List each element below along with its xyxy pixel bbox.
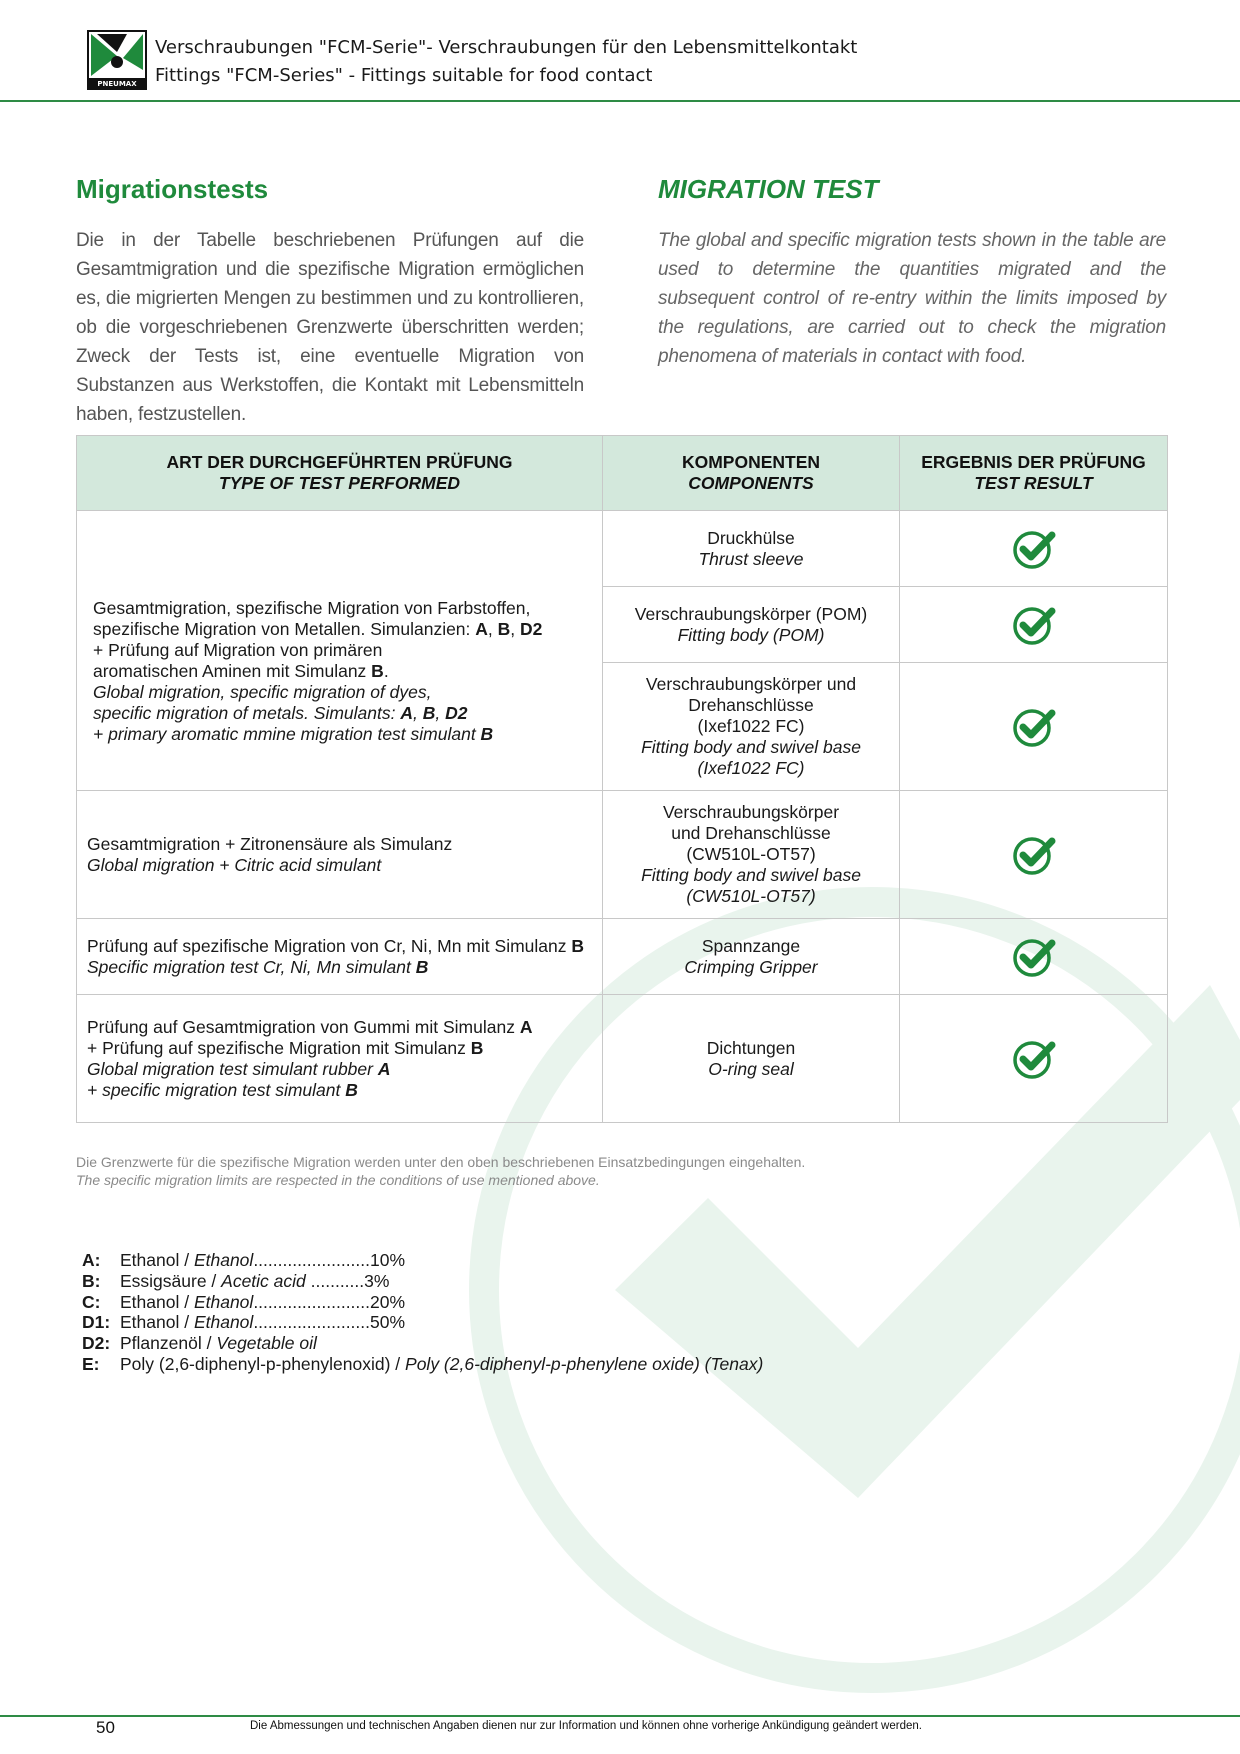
intro-text-de: Die in der Tabelle beschriebenen Prüfung…: [76, 230, 584, 425]
result-cell: [899, 994, 1168, 1123]
test-type-cell: Prüfung auf Gesamtmigration von Gummi mi…: [76, 994, 603, 1123]
header-test-type: ART DER DURCHGEFÜHRTEN PRÜFUNG TYPE OF T…: [76, 435, 603, 511]
note-en: The specific migration limits are respec…: [76, 1172, 600, 1188]
table-header-row: ART DER DURCHGEFÜHRTEN PRÜFUNG TYPE OF T…: [76, 435, 1168, 511]
section-title-de: Migrationstests: [76, 174, 269, 204]
page-number: 50: [96, 1718, 115, 1737]
legend-item: D2: Pflanzenöl / Vegetable oil: [82, 1333, 317, 1354]
note-de: Die Grenzwerte für die spezifische Migra…: [76, 1154, 806, 1170]
header-title-en: Fittings "FCM-Series" - Fittings suitabl…: [155, 65, 653, 86]
check-circle-icon: [1012, 530, 1055, 569]
component-cell: Verschraubungskörper und Drehanschlüsse …: [602, 790, 900, 919]
footer-disclaimer: Die Abmessungen und technischen Angaben …: [250, 1720, 922, 1732]
limits-note: Die Grenzwerte für die spezifische Migra…: [76, 1153, 805, 1189]
page-header: PNEUMAX Verschraubungen "FCM-Serie"- Ver…: [0, 0, 1240, 102]
test-type-cell: Gesamtmigration, spezifische Migration v…: [76, 510, 603, 791]
component-cell: Druckhülse Thrust sleeve: [602, 510, 900, 587]
simulant-legend: A: Ethanol / Ethanol....................…: [82, 1250, 763, 1375]
result-cell: [899, 790, 1168, 919]
result-cell: [899, 918, 1168, 995]
header-test-result: ERGEBNIS DER PRÜFUNG TEST RESULT: [899, 435, 1168, 511]
component-cell: Verschraubungskörper (POM) Fitting body …: [602, 586, 900, 663]
legend-item: C: Ethanol / Ethanol....................…: [82, 1291, 406, 1312]
legend-item: E: Poly (2,6-diphenyl-p-phenylenoxid) / …: [82, 1353, 764, 1374]
table-row: Verschraubungskörper und Drehanschlüsse …: [77, 662, 1168, 791]
check-circle-icon: [1012, 938, 1055, 977]
header-components: KOMPONENTEN COMPONENTS: [602, 435, 900, 511]
logo-text: PNEUMAX: [97, 80, 137, 88]
header-divider: [0, 100, 1240, 102]
check-circle-icon: [1012, 1040, 1055, 1079]
table-row: Verschraubungskörper (POM) Fitting body …: [77, 586, 1168, 663]
table-row: Gesamtmigration + Zitronensäure als Simu…: [76, 790, 1168, 919]
check-circle-icon: [1012, 606, 1055, 645]
test-type-cell: Gesamtmigration + Zitronensäure als Simu…: [76, 790, 603, 919]
test-type-cell: Prüfung auf spezifische Migration von Cr…: [76, 918, 603, 995]
header-title-de: Verschraubungen "FCM-Serie"- Verschraubu…: [155, 37, 858, 58]
check-circle-icon: [1012, 836, 1055, 875]
intro-text-en: The global and specific migration tests …: [658, 230, 1166, 367]
section-title-en: MIGRATION TEST: [658, 174, 879, 204]
component-cell: Dichtungen O-ring seal: [602, 994, 900, 1123]
legend-item: A: Ethanol / Ethanol....................…: [82, 1250, 406, 1270]
table-row: Prüfung auf Gesamtmigration von Gummi mi…: [76, 994, 1168, 1123]
header-titles: Verschraubungen "FCM-Serie"- Verschraubu…: [155, 34, 857, 90]
component-cell: Spannzange Crimping Gripper: [602, 918, 900, 995]
legend-item: D1: Ethanol / Ethanol...................…: [82, 1312, 406, 1333]
check-circle-icon: [1012, 708, 1055, 747]
migration-test-table: ART DER DURCHGEFÜHRTEN PRÜFUNG TYPE OF T…: [76, 435, 1168, 1123]
result-cell: [899, 586, 1168, 663]
table-row: Gesamtmigration, spezifische Migration v…: [76, 510, 1168, 791]
table-row: Prüfung auf spezifische Migration von Cr…: [76, 918, 1168, 995]
footer-divider: [0, 1715, 1240, 1717]
result-cell: [899, 510, 1168, 587]
pneumax-logo-icon: PNEUMAX: [87, 30, 147, 90]
legend-item: B: Essigsäure / Acetic acid ...........3…: [82, 1270, 390, 1291]
result-cell: [899, 662, 1168, 791]
component-cell: Verschraubungskörper und Drehanschlüsse …: [602, 662, 900, 791]
